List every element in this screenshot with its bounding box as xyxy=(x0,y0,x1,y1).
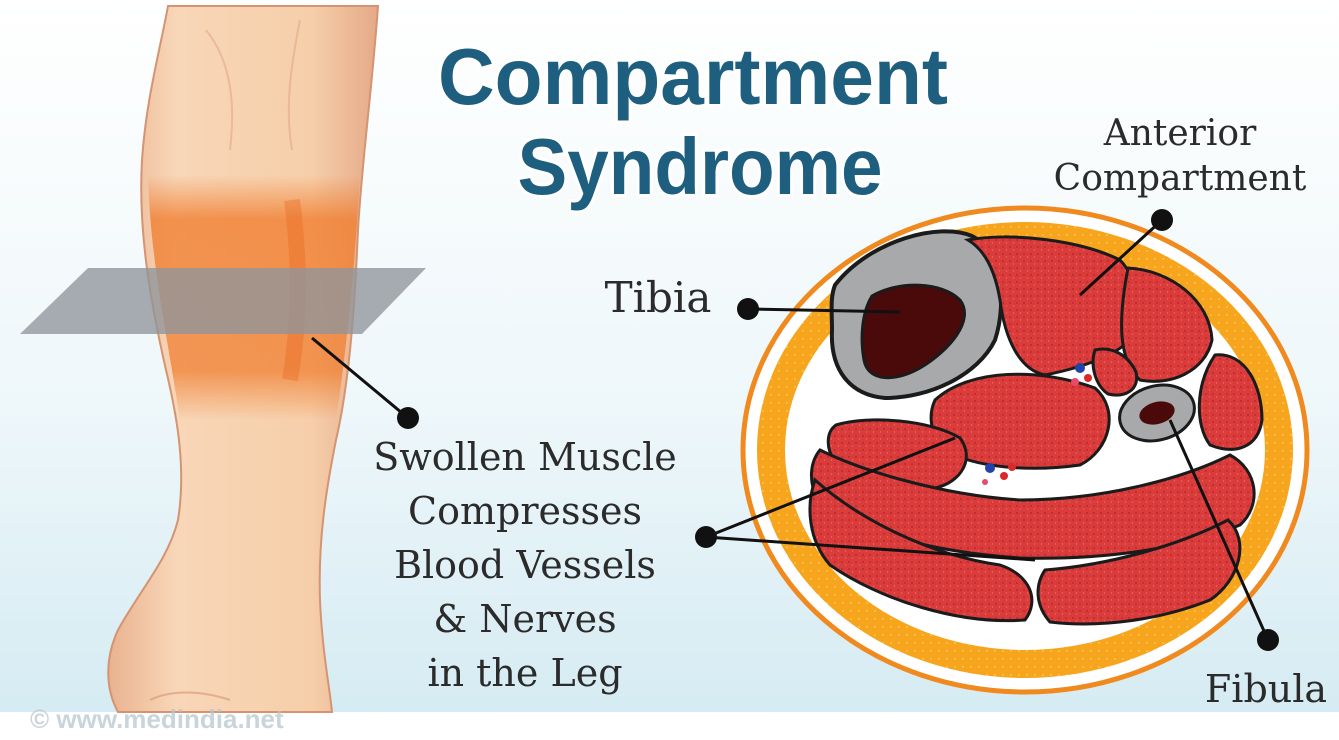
title-line-1: Compartment xyxy=(438,32,948,121)
tibia-label: Tibia xyxy=(605,273,712,322)
fibula-dot xyxy=(1257,629,1279,651)
swollen-label-line-2: Compresses xyxy=(408,489,642,533)
vessel-dot xyxy=(1084,374,1092,382)
vessel-dot xyxy=(1071,378,1079,386)
vessel-dot xyxy=(1075,363,1085,373)
swollen-label-line-3: Blood Vessels xyxy=(394,543,656,587)
anterior-label-line-2: Compartment xyxy=(1054,158,1307,199)
vessel-dot xyxy=(985,463,995,473)
leg-dot xyxy=(397,407,419,429)
anterior-dot xyxy=(1151,209,1173,231)
fibula-label: Fibula xyxy=(1205,667,1327,711)
watermark: © www.medindia.net xyxy=(30,704,284,734)
vessel-dot xyxy=(1000,472,1008,480)
muscle-dot xyxy=(695,526,717,548)
tibia-dot xyxy=(737,298,759,320)
section-plane xyxy=(20,268,426,334)
vessel-dot xyxy=(982,479,988,485)
swollen-label-line-4: & Nerves xyxy=(433,597,616,641)
swollen-label-line-1: Swollen Muscle xyxy=(373,435,677,479)
swollen-label-line-5: in the Leg xyxy=(427,651,622,695)
vessel-dot xyxy=(1008,463,1016,471)
leg-cross-section xyxy=(743,208,1307,692)
anterior-label-line-1: Anterior xyxy=(1103,113,1257,154)
title-line-2: Syndrome xyxy=(518,122,883,211)
